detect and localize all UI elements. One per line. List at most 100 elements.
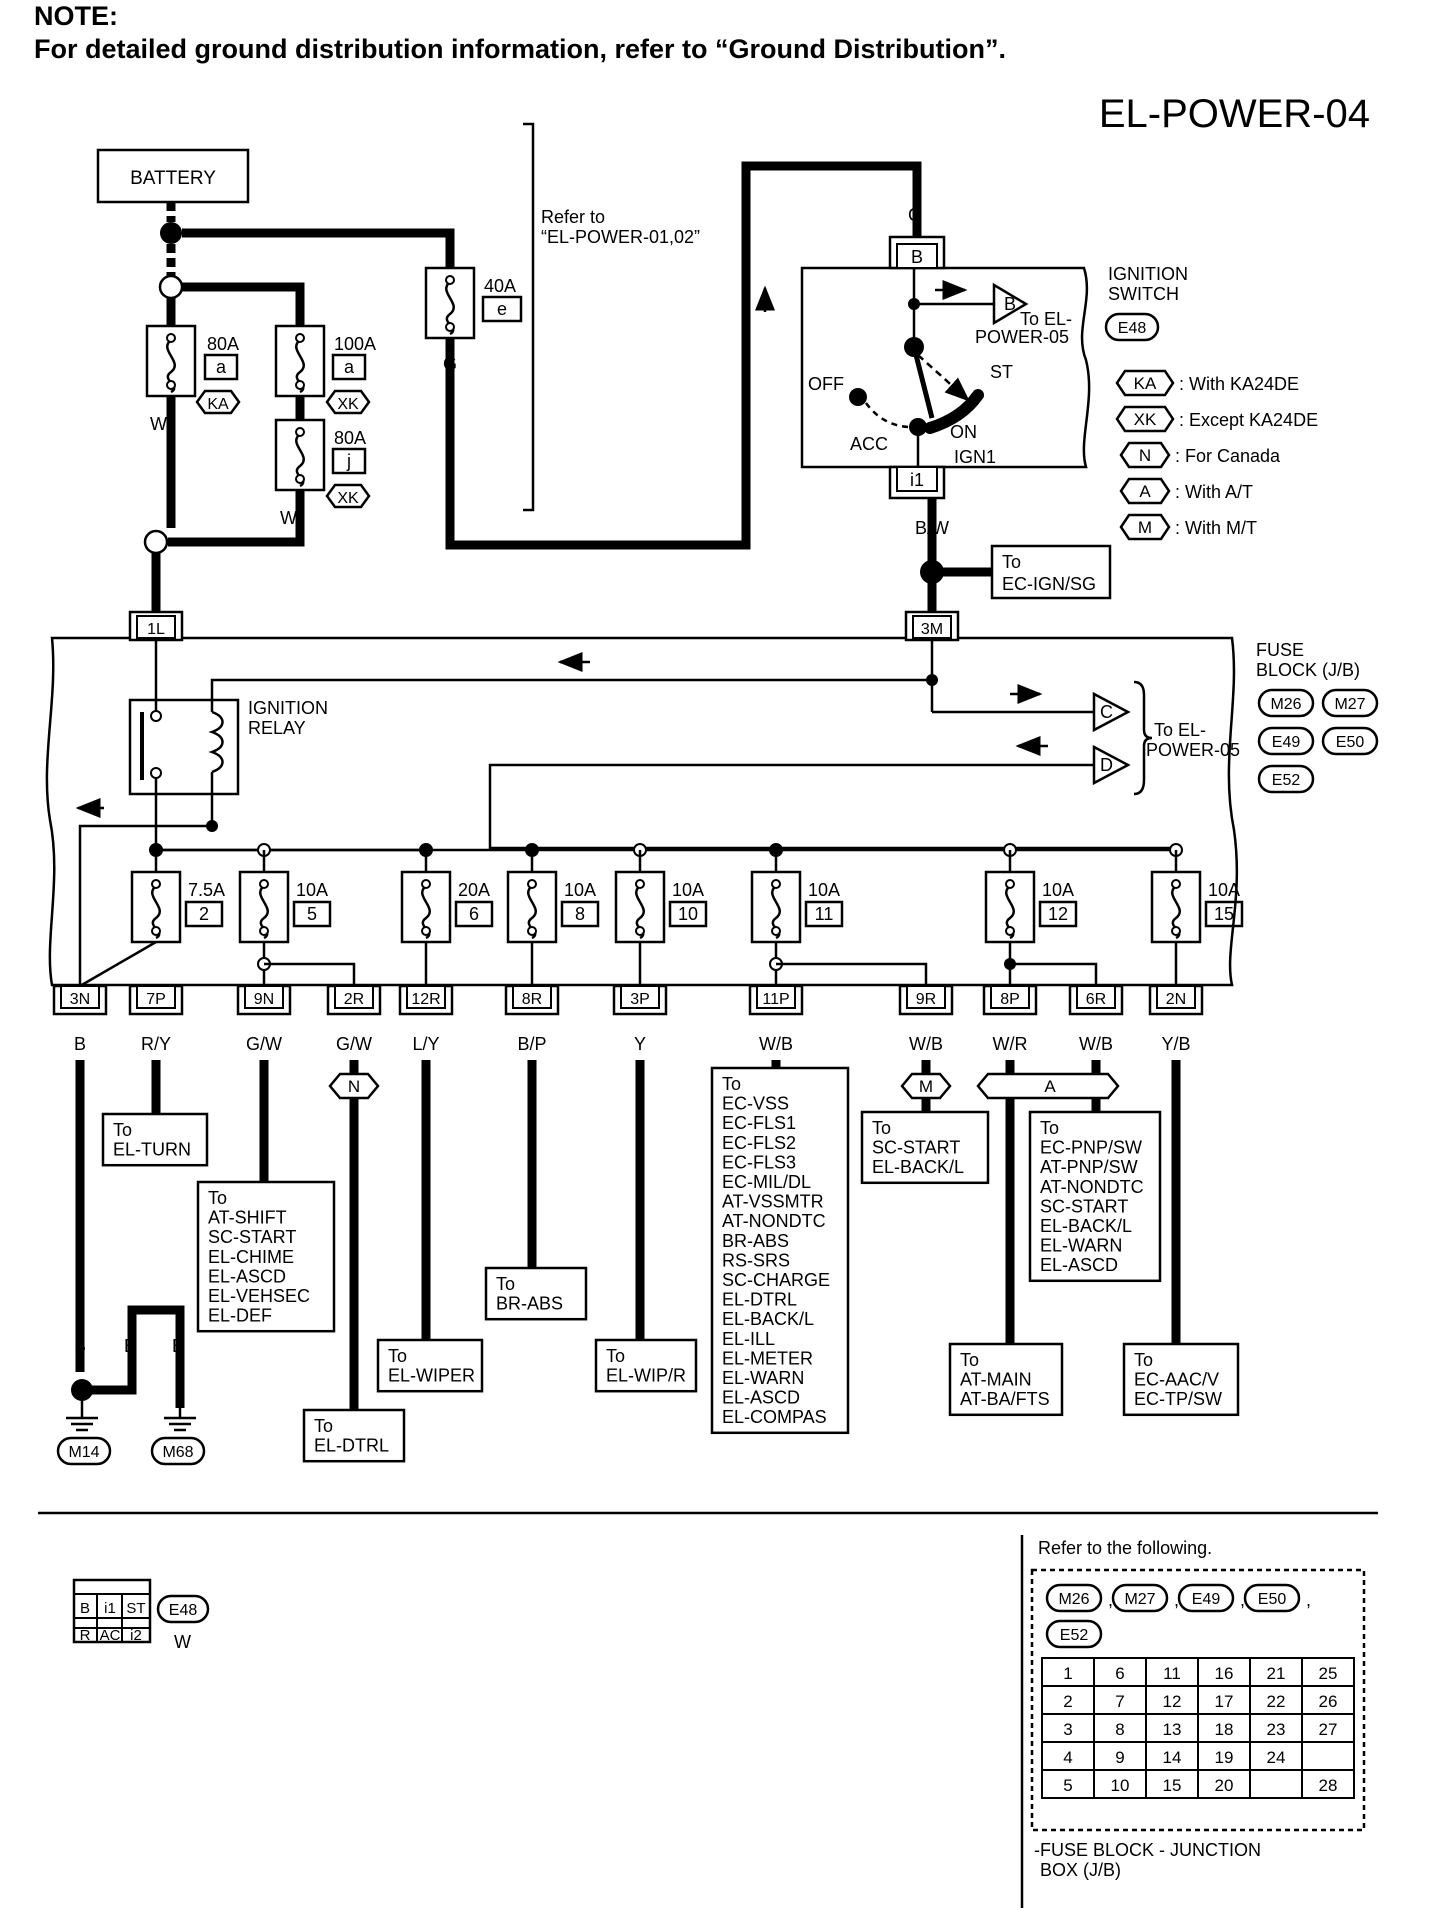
- svg-text:EL-TURN: EL-TURN: [113, 1140, 191, 1160]
- connector-e48: [1104, 312, 1160, 342]
- svg-text:j: j: [346, 451, 351, 471]
- svg-text:,: ,: [1240, 1590, 1245, 1610]
- svg-text:3M: 3M: [921, 621, 943, 638]
- fuse-amp: 10A: [1208, 880, 1240, 900]
- fuse-amp: 10A: [296, 880, 328, 900]
- svg-text:EC-TP/SW: EC-TP/SW: [1134, 1389, 1222, 1409]
- svg-text:EL-BACK/L: EL-BACK/L: [722, 1309, 814, 1329]
- svg-text:To: To: [113, 1120, 132, 1140]
- legend-text: : With KA24DE: [1179, 374, 1299, 394]
- svg-text:i1: i1: [910, 470, 924, 490]
- svg-text:10: 10: [1111, 1776, 1130, 1795]
- diagram-code: EL-POWER-04: [1098, 92, 1370, 136]
- fuse-grid-cell: [1301, 1685, 1355, 1715]
- svg-text:To EL-: To EL-: [1020, 309, 1072, 329]
- svg-text:E50: E50: [1336, 734, 1365, 751]
- to-ec-ign-box: [990, 544, 1112, 600]
- svg-text:XK: XK: [1134, 410, 1157, 429]
- svg-text:E48: E48: [169, 1602, 198, 1619]
- svg-text:EL-WIPER: EL-WIPER: [388, 1366, 475, 1386]
- bw-wire: B/W To EC-IGN/SG: [915, 498, 1112, 612]
- svg-text:15: 15: [1163, 1776, 1182, 1795]
- svg-text:SC-CHARGE: SC-CHARGE: [722, 1270, 830, 1290]
- svg-text:RELAY: RELAY: [248, 718, 306, 738]
- svg-text:M27: M27: [1124, 1591, 1155, 1608]
- svg-text:12: 12: [1163, 1692, 1182, 1711]
- svg-text:EC-MIL/DL: EC-MIL/DL: [722, 1172, 811, 1192]
- svg-text:7P: 7P: [146, 991, 166, 1008]
- fuse-grid-cell: [1041, 1741, 1095, 1771]
- wire-color: L/Y: [412, 1034, 439, 1054]
- fuse-grid-cell: [1197, 1657, 1251, 1687]
- svg-text:EL-WARN: EL-WARN: [722, 1368, 804, 1388]
- svg-text:EC-FLS2: EC-FLS2: [722, 1133, 796, 1153]
- fuse-number: 2: [199, 904, 209, 924]
- svg-text:2R: 2R: [344, 991, 364, 1008]
- svg-text:AT-NONDTC: AT-NONDTC: [1040, 1177, 1144, 1197]
- ignition-switch-title: IGNITION: [1108, 264, 1188, 284]
- svg-text:A: A: [1044, 1077, 1056, 1096]
- fuse-grid-cell: [1301, 1657, 1355, 1687]
- svg-text:POWER-05: POWER-05: [1146, 740, 1240, 760]
- svg-text:9N: 9N: [254, 991, 274, 1008]
- svg-text:XK: XK: [337, 490, 359, 507]
- cond-tag-xk: [325, 389, 371, 415]
- wire-color: W/R: [993, 1034, 1028, 1054]
- wire-color: G/W: [246, 1034, 282, 1054]
- svg-text:B: B: [80, 1600, 90, 1617]
- svg-text:EC-FLS3: EC-FLS3: [722, 1152, 796, 1172]
- svg-text:EL-ASCD: EL-ASCD: [208, 1266, 286, 1286]
- fuse-grid-cell: [1197, 1741, 1251, 1771]
- dest-at-shift: [196, 1180, 336, 1333]
- svg-text:EL-DTRL: EL-DTRL: [722, 1290, 797, 1310]
- svg-text:To: To: [496, 1274, 515, 1294]
- fuse-grid-cell: [1301, 1713, 1355, 1743]
- ground-m68: [150, 1436, 206, 1466]
- dest-el-dtrl: [302, 1408, 406, 1463]
- svg-text:KA: KA: [207, 396, 229, 413]
- svg-text:EL-BACK/L: EL-BACK/L: [1040, 1216, 1132, 1236]
- svg-text:AC: AC: [100, 1627, 121, 1644]
- svg-text:,: ,: [1108, 1590, 1113, 1610]
- svg-text:M26: M26: [1270, 696, 1301, 713]
- svg-text:EL-WARN: EL-WARN: [1040, 1236, 1122, 1256]
- ground-section: B B B M14 M68: [56, 1305, 206, 1466]
- fuse-grid-cell: [1249, 1657, 1303, 1687]
- svg-text:AT-MAIN: AT-MAIN: [960, 1370, 1032, 1390]
- svg-text:To: To: [872, 1118, 891, 1138]
- svg-text:i1: i1: [104, 1600, 116, 1617]
- svg-text:EL-DEF: EL-DEF: [208, 1306, 272, 1326]
- svg-text:25: 25: [1319, 1664, 1338, 1683]
- svg-text:E50: E50: [1258, 1591, 1287, 1608]
- svg-text:EC-FLS1: EC-FLS1: [722, 1113, 796, 1133]
- svg-text:A: A: [1139, 482, 1151, 501]
- svg-text:12R: 12R: [411, 991, 440, 1008]
- fuse-number: 8: [575, 904, 585, 924]
- svg-text:14: 14: [1163, 1748, 1182, 1767]
- svg-text:To: To: [606, 1346, 625, 1366]
- svg-text:4: 4: [1063, 1748, 1072, 1767]
- svg-text:BOX (J/B): BOX (J/B): [1040, 1860, 1121, 1880]
- svg-text:EL-COMPAS: EL-COMPAS: [722, 1407, 827, 1427]
- svg-text:M68: M68: [162, 1444, 193, 1461]
- svg-text:B: B: [911, 247, 923, 267]
- svg-text:To: To: [1134, 1350, 1153, 1370]
- fuse-grid-cell: [1093, 1713, 1147, 1743]
- svg-text:2: 2: [1063, 1692, 1072, 1711]
- wire-color: G/W: [336, 1034, 372, 1054]
- svg-text:E49: E49: [1272, 734, 1301, 751]
- legend-tag-ka: [1115, 369, 1175, 397]
- wire-color: B: [74, 1034, 86, 1054]
- wire-color-w2: W: [280, 508, 297, 528]
- refer-bracket: Refer to “EL-POWER-01,02”: [523, 122, 700, 512]
- svg-text:ACC: ACC: [850, 434, 888, 454]
- cond-tag-n: [328, 1072, 380, 1100]
- wire-color-w1: W: [150, 414, 167, 434]
- svg-text:IGN1: IGN1: [954, 447, 996, 467]
- svg-text:EL-DTRL: EL-DTRL: [314, 1436, 389, 1456]
- legend-text: : With M/T: [1175, 518, 1257, 538]
- note-block: NOTE: For detailed ground distribution i…: [34, 0, 1006, 66]
